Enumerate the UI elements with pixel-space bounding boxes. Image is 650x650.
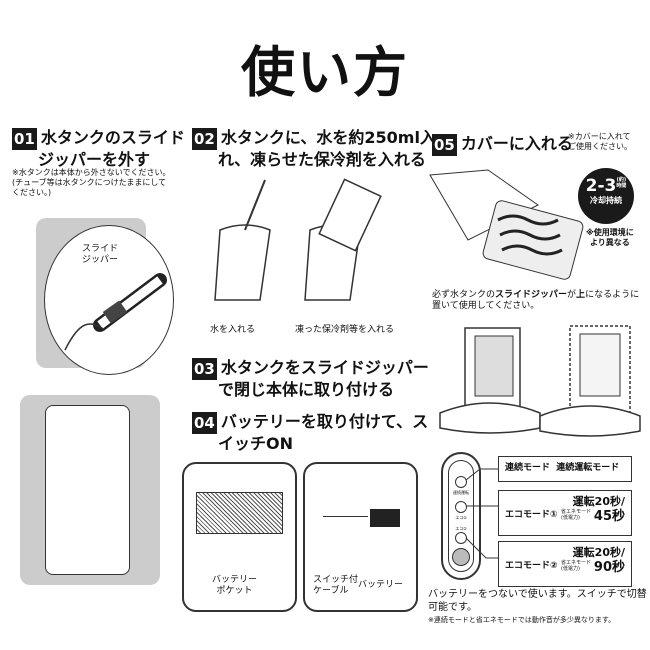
button-label: エコ① xyxy=(455,515,467,520)
power-switch[interactable] xyxy=(452,548,470,566)
badge-unit: (約) xyxy=(616,177,627,183)
mode-name: 連続モード xyxy=(505,463,551,473)
filling-tank-illustration xyxy=(214,178,382,301)
step-01-note: ※水タンクは本体から外さないでください。 (チューブ等は水タンクにつけたままにし… xyxy=(12,168,170,198)
battery-pocket-illustration xyxy=(182,462,297,612)
text: が xyxy=(567,290,577,300)
cooling-duration-badge: 2-3(約)時間 冷却持続 xyxy=(578,168,634,224)
zipper-callout: スライド ジッパー xyxy=(82,244,118,266)
note-line: ※水タンクは本体から外さないでください。 xyxy=(12,168,171,177)
text: 置いて使用してください。 xyxy=(432,301,540,311)
step-title: カバーに入れる xyxy=(460,134,573,153)
step-title-line: バッテリーを取り付けて、ス xyxy=(220,412,429,431)
mode-sub: 省エネモード xyxy=(561,560,592,566)
step-title-line: 水タンクのスライド xyxy=(40,128,185,147)
step-number: 02 xyxy=(192,128,217,150)
mode-name: エコモード① xyxy=(505,510,558,520)
step-number: 01 xyxy=(12,128,37,150)
cover-illustration xyxy=(429,169,584,280)
text: 必ず水タンクの xyxy=(432,290,496,300)
seat-illustrations xyxy=(439,325,641,437)
mode-sub: 省エネモード xyxy=(561,509,592,515)
step-title-line: れ、凍らせた保冷剤を入れる xyxy=(218,150,426,169)
mode-box-eco-1: エコモード① 省エネモード(低電力) 運転20秒/45秒 xyxy=(498,490,632,536)
mode-sub: (低電力) xyxy=(561,566,580,572)
footer-line: 可能です。 xyxy=(428,602,477,613)
label-line: ポケット xyxy=(216,586,253,596)
label-switch-cable: スイッチ付 ケーブル xyxy=(313,575,358,597)
connector-lines xyxy=(465,468,498,559)
note-line: (チューブ等は水タンクにつけたままにして xyxy=(12,178,167,187)
mode-desc: 90秒 xyxy=(593,560,625,575)
battery-icon xyxy=(370,509,400,527)
badge-note: ※使用環境に より異なる xyxy=(586,228,634,248)
step-title-line: イッチON xyxy=(218,434,293,453)
step-05-note: ※カバーに入れて ご使用ください。 xyxy=(568,132,632,152)
mode-sub: (低電力) xyxy=(561,515,580,521)
footer-note: ※連続モードと省エネモードでは動作音が多少異なります。 xyxy=(428,616,616,624)
note-line: ※カバーに入れて xyxy=(568,132,631,141)
callout-line: スライド xyxy=(82,244,119,254)
label-line: スイッチ付 xyxy=(313,575,359,585)
step-title-line: 水タンクに、水を約250ml入 xyxy=(220,128,436,147)
pocket-hatch xyxy=(196,492,283,534)
step-number: 03 xyxy=(192,358,217,380)
mode-desc: 連続運転モード xyxy=(556,463,620,473)
battery-connected-illustration xyxy=(303,462,418,612)
caption-pour-water: 水を入れる xyxy=(210,325,256,335)
step-title-line: 水タンクをスライドジッパー xyxy=(220,358,429,377)
badge-unit: 時間 xyxy=(616,183,627,189)
note-line: ご使用ください。 xyxy=(568,142,632,151)
caption-insert-ice-pack: 凍った保冷剤等を入れる xyxy=(295,325,395,335)
label-line: バッテリー xyxy=(212,575,258,585)
zipper-up-instruction: 必ず水タンクのスライドジッパーが上になるように 置いて使用してください。 xyxy=(432,290,639,312)
mode-box-eco-2: エコモード② 省エネモード(低電力) 運転20秒/90秒 xyxy=(498,541,632,587)
eco-mode-1-button[interactable] xyxy=(455,501,467,513)
note-line: より異なる xyxy=(589,238,630,247)
button-label: 連続運転 xyxy=(453,490,469,495)
cable xyxy=(323,516,368,517)
mode-desc: 運転20秒/ xyxy=(572,546,625,559)
text-bold: 上 xyxy=(576,290,586,300)
footer-line: バッテリーをつないで使います。スイッチで切替 xyxy=(428,589,647,600)
label-line: ケーブル xyxy=(313,586,349,596)
badge-value: 2-3 xyxy=(585,176,617,196)
note-line: ※使用環境に xyxy=(586,228,634,237)
footer-text: バッテリーをつないで使います。スイッチで切替 可能です。 ※連続モードと省エネモ… xyxy=(428,588,647,627)
callout-line: ジッパー xyxy=(82,255,119,265)
step-title-line: で閉じ本体に取り付ける xyxy=(218,380,395,399)
page-title: 使い方 xyxy=(241,41,409,104)
mode-name: エコモード② xyxy=(505,561,558,571)
label-battery: バッテリー xyxy=(358,580,404,590)
text: になるように xyxy=(585,290,640,300)
button-label: エコ② xyxy=(455,526,467,531)
step-number: 04 xyxy=(192,412,217,434)
badge-sub: 冷却持続 xyxy=(590,196,622,205)
mode-desc: 45秒 xyxy=(593,509,625,524)
mode-desc: 運転20秒/ xyxy=(572,495,625,508)
note-line: ください。) xyxy=(12,188,52,197)
step-number: 05 xyxy=(432,134,457,156)
water-tank-illustration xyxy=(45,405,130,575)
remote-controller: 連続運転 エコ① エコ② xyxy=(441,452,481,580)
continuous-mode-button[interactable] xyxy=(455,476,467,488)
label-battery-pocket: バッテリー ポケット xyxy=(212,575,257,597)
step-title-line: ジッパーを外す xyxy=(38,150,151,169)
zipper-illustration xyxy=(64,273,167,351)
mode-box-continuous: 連続モード 連続運転モード xyxy=(498,456,632,482)
text-bold: スライドジッパー xyxy=(495,290,568,300)
